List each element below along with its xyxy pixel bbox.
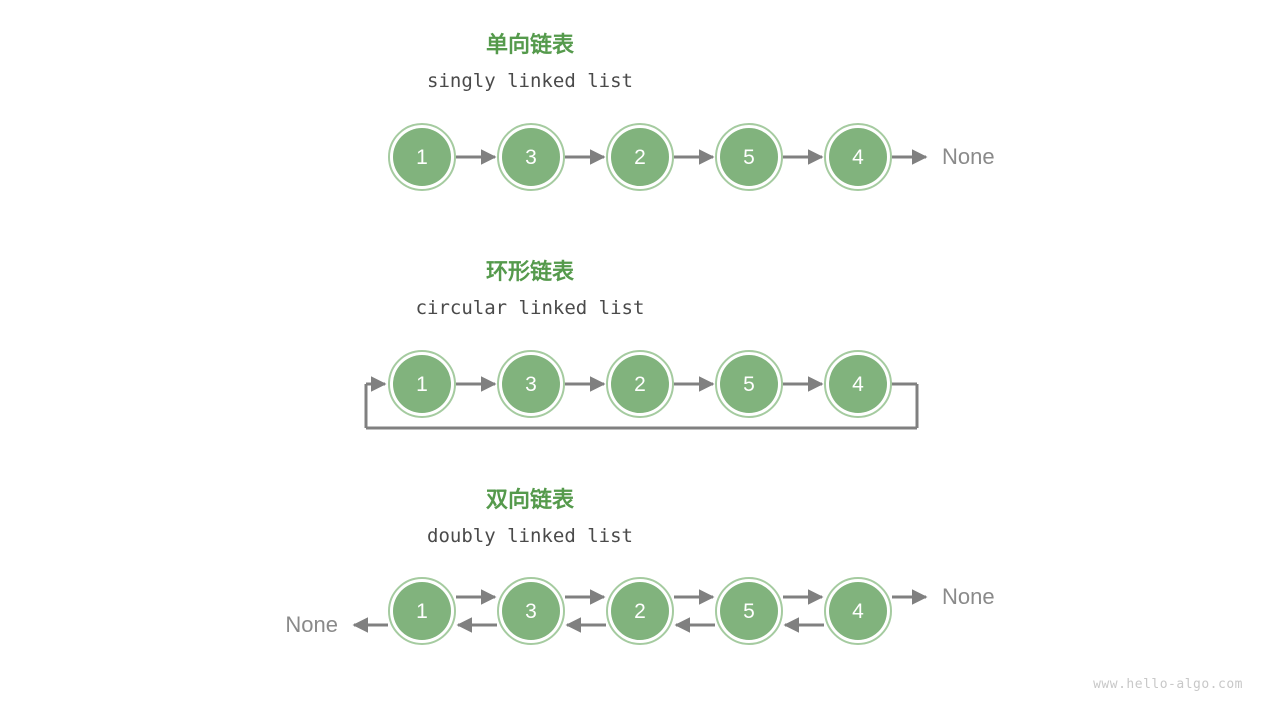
section-subtitle-doubly: doubly linked list	[427, 525, 633, 547]
node-circle	[502, 355, 560, 413]
node-value: 1	[416, 373, 428, 396]
node-value: 4	[852, 146, 864, 169]
node-circle	[720, 582, 778, 640]
node-circle	[393, 128, 451, 186]
node-doubly-3[interactable]: 5	[715, 577, 783, 645]
node-circle	[611, 355, 669, 413]
loop-back-path	[364, 376, 919, 430]
section-subtitle-singly: singly linked list	[427, 70, 633, 92]
node-singly-3[interactable]: 5	[715, 123, 783, 191]
node-circle	[393, 582, 451, 640]
node-circle	[829, 128, 887, 186]
node-value: 3	[525, 146, 537, 169]
node-value: 2	[634, 600, 646, 623]
section-title-doubly: 双向链表	[486, 487, 575, 512]
node-doubly-1[interactable]: 3	[497, 577, 565, 645]
node-doubly-0[interactable]: 1	[388, 577, 456, 645]
node-singly-4[interactable]: 4	[824, 123, 892, 191]
node-circle	[829, 355, 887, 413]
node-singly-1[interactable]: 3	[497, 123, 565, 191]
section-title-circular: 环形链表	[486, 259, 575, 284]
node-doubly-2[interactable]: 2	[606, 577, 674, 645]
head-none-label-doubly: None	[285, 612, 338, 637]
node-circular-0[interactable]: 1	[388, 350, 456, 418]
tail-none-label-singly: None	[942, 144, 995, 169]
node-value: 2	[634, 146, 646, 169]
node-value: 1	[416, 146, 428, 169]
node-circle	[502, 582, 560, 640]
node-circle	[829, 582, 887, 640]
node-circle	[502, 128, 560, 186]
node-circle	[393, 355, 451, 413]
node-value: 5	[743, 373, 755, 396]
node-circle	[720, 128, 778, 186]
section-title-singly: 单向链表	[486, 32, 575, 57]
tail-none-label-doubly: None	[942, 584, 995, 609]
node-circle	[720, 355, 778, 413]
node-value: 5	[743, 600, 755, 623]
section-subtitle-circular: circular linked list	[416, 297, 645, 319]
section-circular: 环形链表 circular linked list 1 3 2 5 4	[364, 259, 919, 430]
node-value: 4	[852, 600, 864, 623]
node-value: 1	[416, 600, 428, 623]
node-value: 2	[634, 373, 646, 396]
node-circular-1[interactable]: 3	[497, 350, 565, 418]
node-circular-4[interactable]: 4	[824, 350, 892, 418]
node-circle	[611, 582, 669, 640]
node-doubly-4[interactable]: 4	[824, 577, 892, 645]
node-value: 4	[852, 373, 864, 396]
node-circular-3[interactable]: 5	[715, 350, 783, 418]
node-circular-2[interactable]: 2	[606, 350, 674, 418]
node-singly-0[interactable]: 1	[388, 123, 456, 191]
node-value: 3	[525, 373, 537, 396]
node-circle	[611, 128, 669, 186]
node-value: 5	[743, 146, 755, 169]
node-value: 3	[525, 600, 537, 623]
watermark: www.hello-algo.com	[1093, 677, 1243, 692]
node-singly-2[interactable]: 2	[606, 123, 674, 191]
